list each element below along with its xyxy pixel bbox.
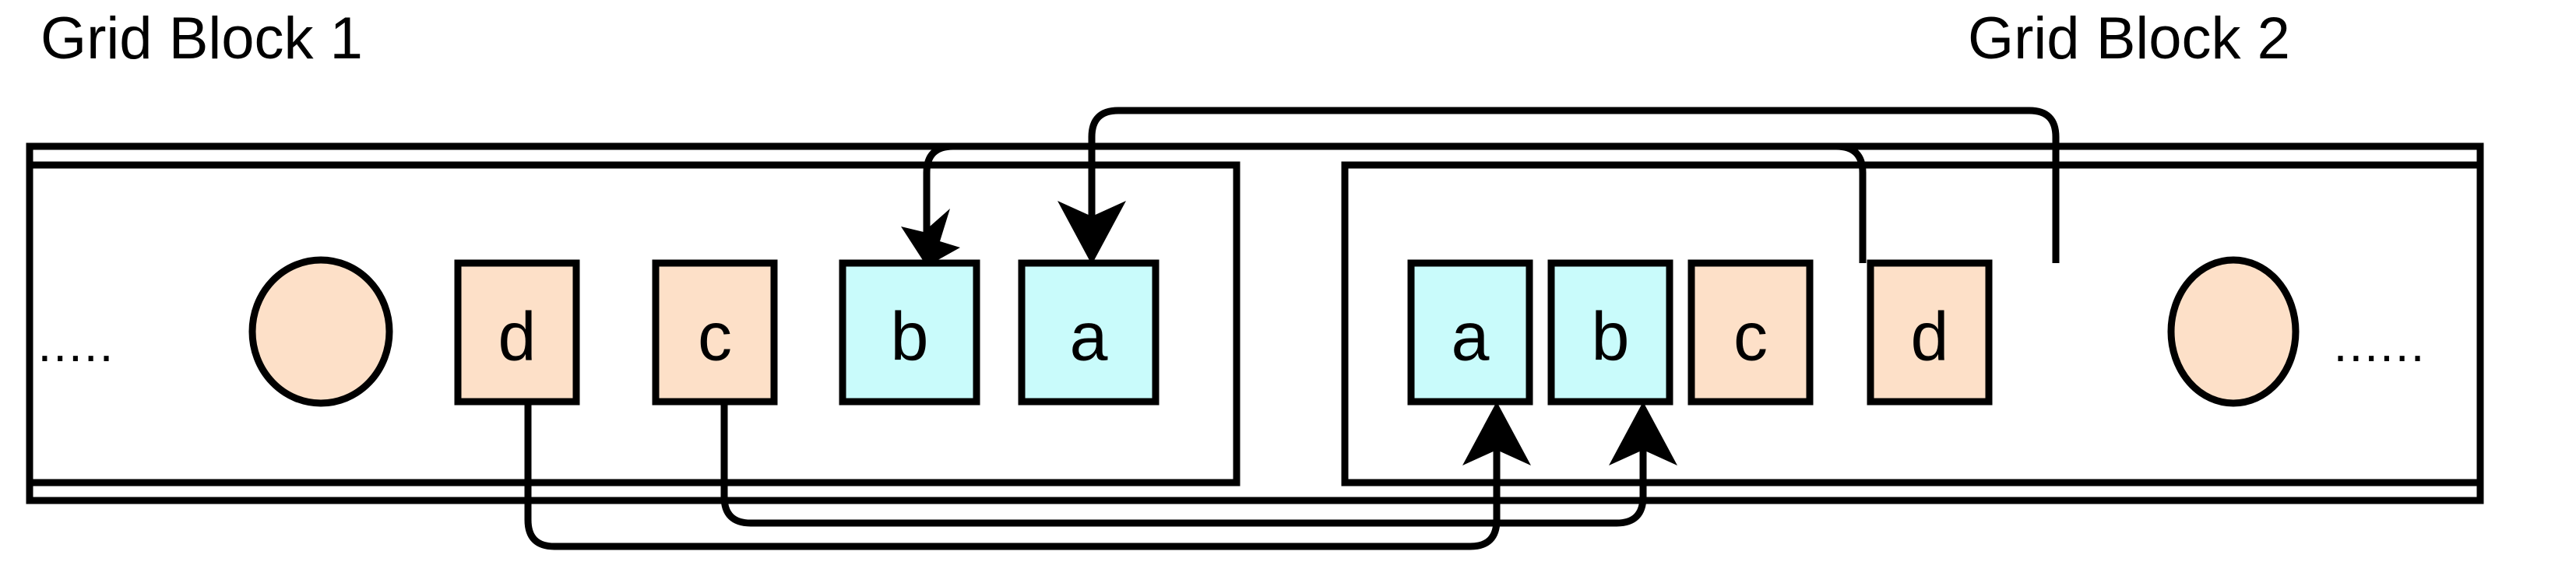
grid-block-1-cell-c[interactable]: c [652,259,778,406]
grid-block-1-cell-a[interactable]: a [1018,259,1160,406]
arrowhead-icon [1462,402,1531,465]
edge-block2-c-to-block1-b [901,142,1867,266]
arrowhead-icon [901,209,960,266]
cell-label: c [698,298,732,375]
cell-label: b [891,298,929,375]
grid-block-1-frame [30,161,1240,486]
grid-block-2-cell-d[interactable]: d [1867,259,1993,406]
cell-rect[interactable] [652,259,778,406]
cell-rect[interactable] [1407,259,1533,406]
grid-block-1-cell-d[interactable]: d [454,259,580,406]
grid-block-2-ellipsis: ...... [2334,316,2426,372]
cell-label: d [1911,298,1949,375]
grid-block-2-cell-c[interactable]: c [1687,259,1814,406]
arrowhead-icon [1609,402,1677,465]
cell-rect[interactable] [454,259,580,406]
grid-block-2-title: Grid Block 2 [1968,5,2290,72]
cell-label: c [1733,298,1768,375]
cell-label: a [1452,298,1490,375]
cell-rect[interactable] [1547,259,1673,406]
edge-block1-d-to-block2-a [524,402,1531,550]
grid-block-1-title: Grid Block 1 [40,5,363,72]
grid-block-2-frame [1341,161,2480,486]
grid-block-1-cell-b[interactable]: b [839,259,980,406]
grid-block-1-circle [248,256,393,407]
grid-block-2-circle [2167,256,2300,407]
cell-label: b [1592,298,1630,375]
grid-block-2-cell-a[interactable]: a [1407,259,1533,406]
outer-frame [26,142,2484,504]
edge-block1-c-to-block2-b [720,402,1677,527]
grid-block-2-cell-b[interactable]: b [1547,259,1673,406]
cell-rect[interactable] [1687,259,1814,406]
cell-label: a [1070,298,1108,375]
cell-rect[interactable] [839,259,980,406]
edge-block2-d-to-block1-a [1057,107,2060,265]
cell-rect[interactable] [1018,259,1160,406]
cell-rect[interactable] [1867,259,1993,406]
arrowhead-icon [1057,201,1126,265]
cell-label: d [498,298,537,375]
grid-block-1-ellipsis: ...... [23,316,115,372]
